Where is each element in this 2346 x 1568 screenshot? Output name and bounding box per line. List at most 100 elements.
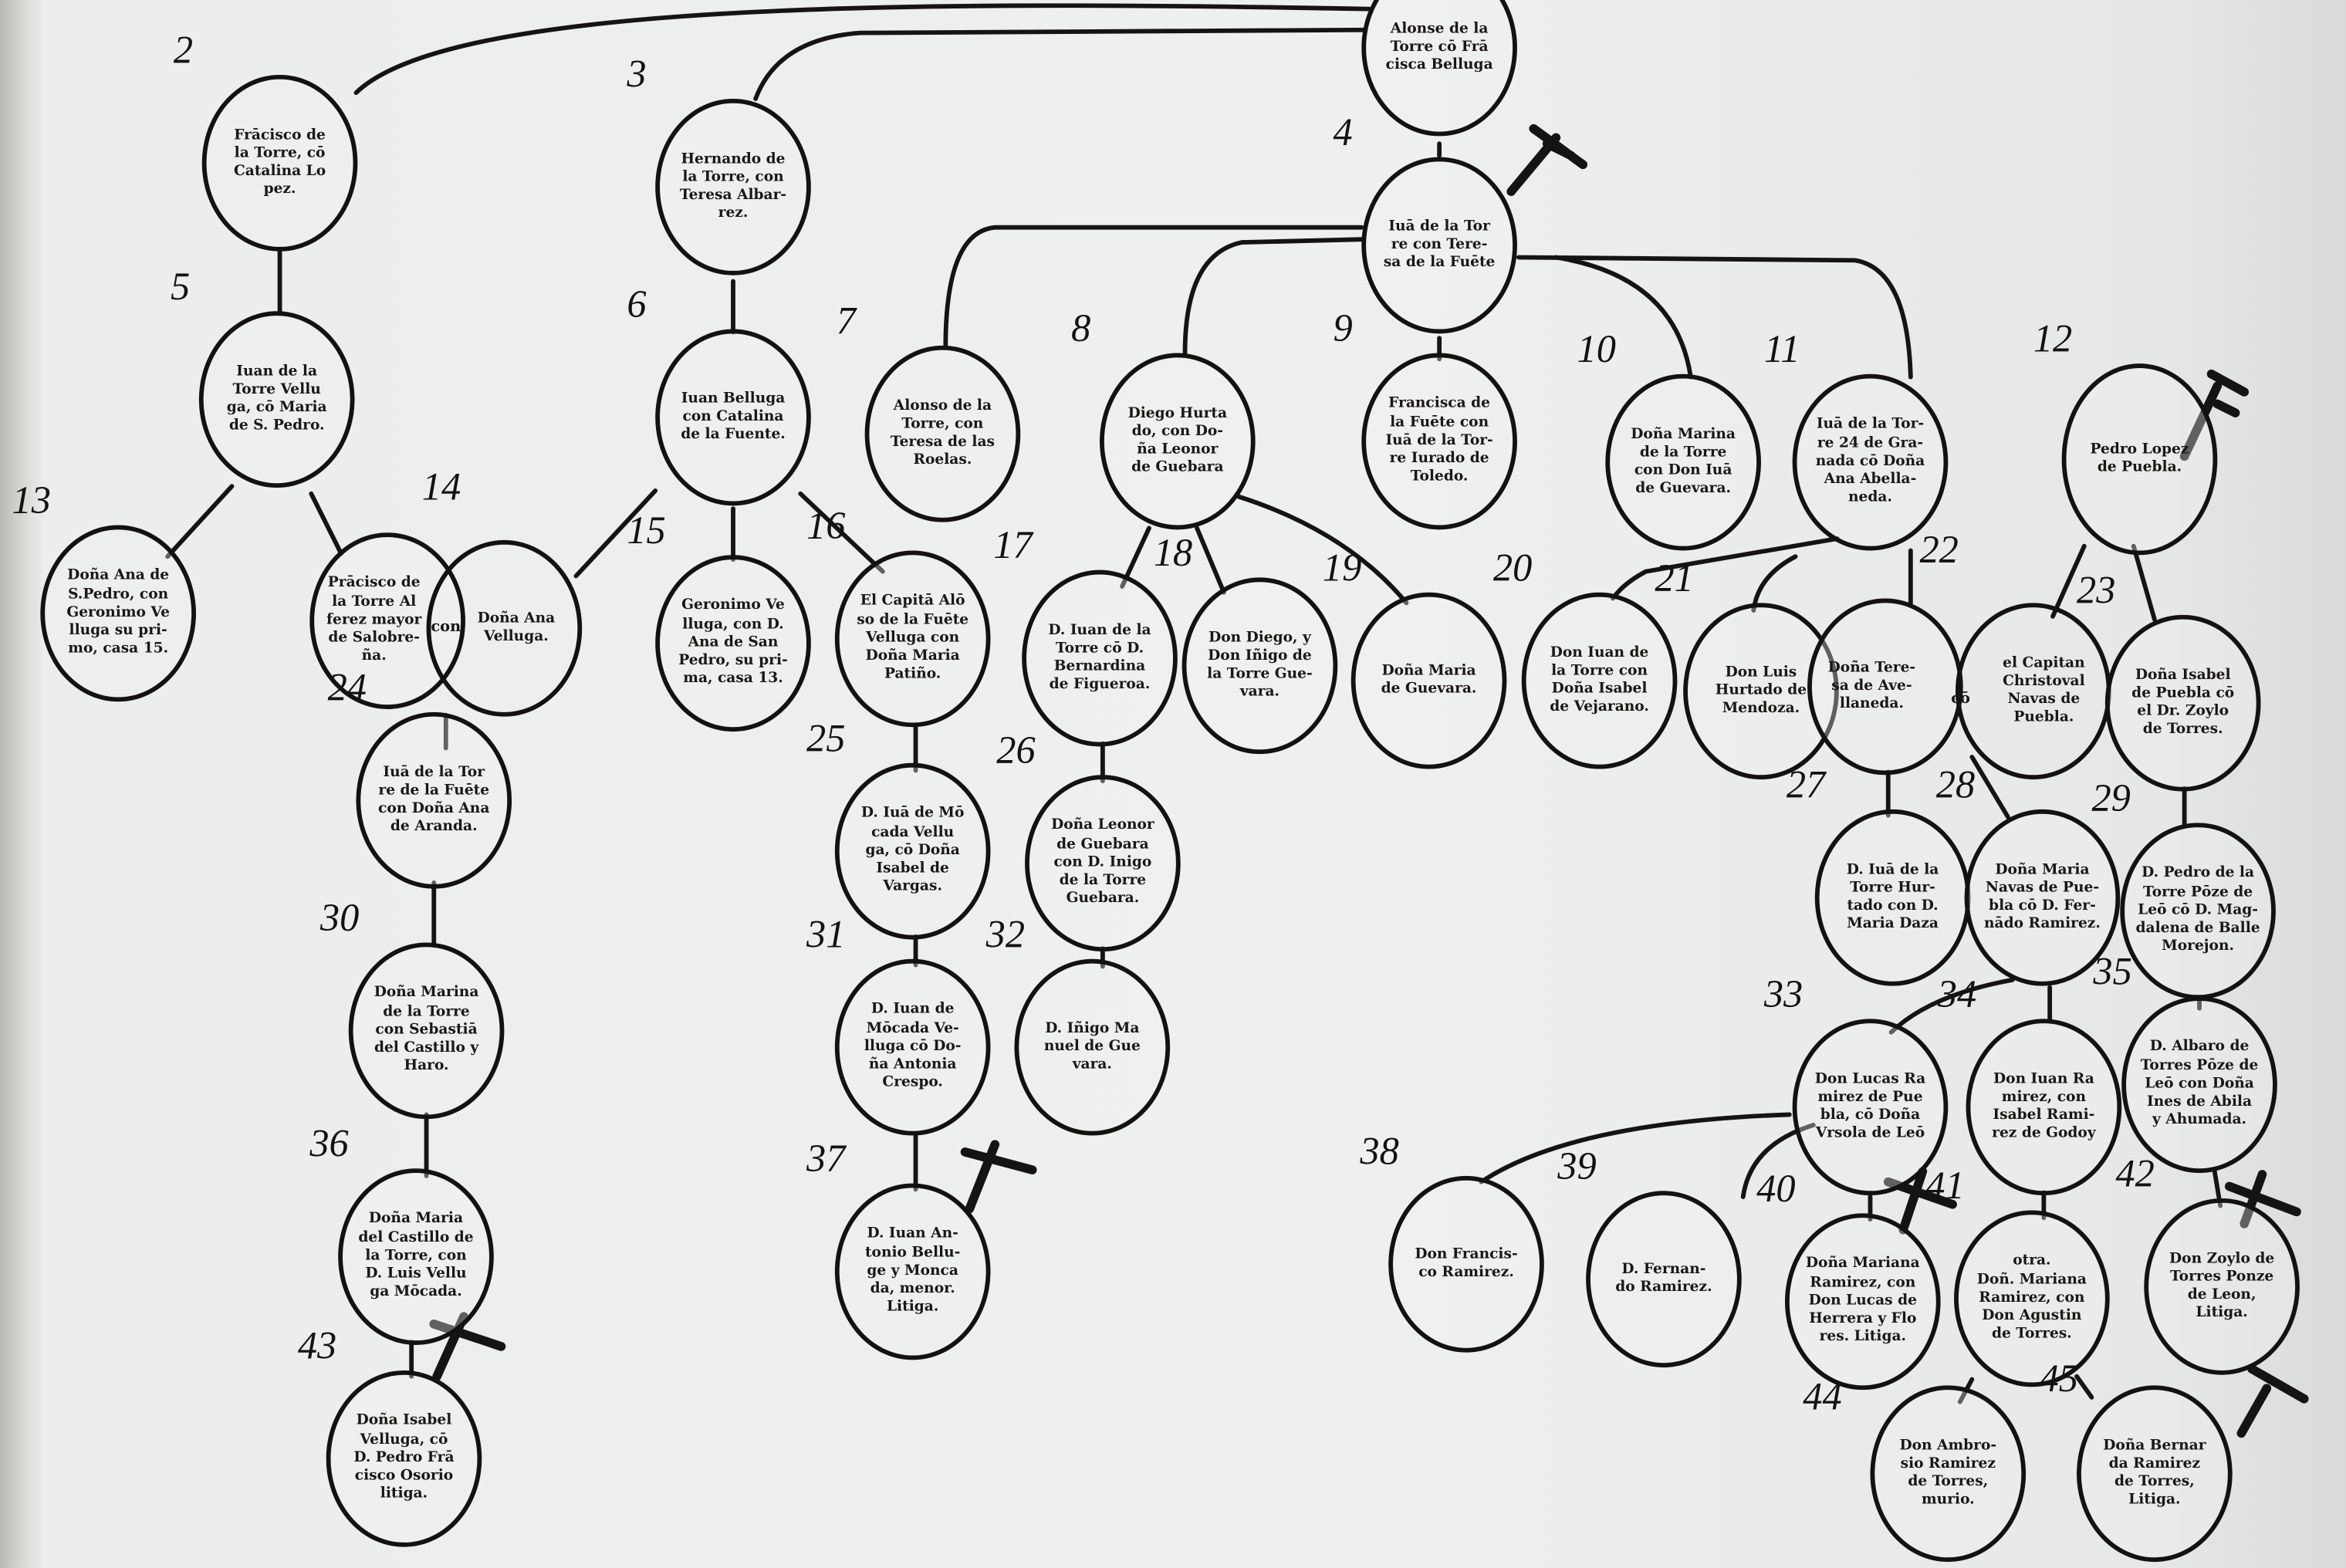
node-number: 14: [421, 465, 461, 509]
node-number: 41: [1925, 1164, 1965, 1208]
node-text: Don Zoylo de Torres Ponze de Leon, Litig…: [2169, 1250, 2275, 1322]
person-node-16: 16 El Capitā Alō so de la Fuēte Velluga c…: [806, 504, 991, 728]
node-text: Hernando de la Torre, con Teresa Albar- …: [679, 150, 787, 222]
spouse-link-22: cō: [1951, 691, 1970, 708]
node-text: Doña Marina de la Torre con Don Iuā de G…: [1631, 425, 1736, 498]
line-4-11: [1516, 255, 1913, 380]
node-text: Doña Bernar da Ramirez de Torres, Litiga…: [2103, 1437, 2206, 1509]
line-6-16: [798, 491, 885, 574]
node-number: 45: [2039, 1357, 2078, 1401]
node-text: D. Iuan de la Torre cō D. Bernardina de …: [1048, 621, 1151, 694]
node-text: Iuā de la Tor- re 24 de Gra- nada cō Doñ…: [1815, 416, 1925, 506]
node-text: Diego Hurta do, con Do- ña Leonor de Gue…: [1127, 404, 1228, 476]
node-number: 24: [327, 665, 367, 709]
line-8-18: [1195, 525, 1226, 595]
node-number: 31: [806, 912, 846, 956]
node-number: 37: [806, 1137, 846, 1181]
node-number: 11: [1763, 327, 1800, 371]
node-number: 44: [1803, 1374, 1842, 1418]
node-text: Alonse de la Torre cō Frā cisca Belluga: [1385, 20, 1493, 74]
node-number: 5: [171, 265, 191, 309]
line-33-38: [1479, 1112, 1792, 1184]
node-text: Frācisco de la Torre, cō Catalina Lo pez…: [233, 127, 326, 198]
line-4-7: [943, 225, 1364, 350]
node-number: 33: [1763, 972, 1803, 1016]
node-text: Doña Tere- sa de Ave- llaneda.: [1827, 659, 1916, 713]
node-number: 20: [1492, 546, 1533, 590]
node-number: 23: [2077, 568, 2116, 612]
line-12-23: [2131, 543, 2157, 622]
line-1-3: [753, 27, 1367, 101]
node-text: Don Lucas Ra mirez de Pue bla, cō Doña V…: [1814, 1070, 1926, 1142]
node-number: 10: [1577, 327, 1616, 371]
node-number: 8: [1071, 306, 1091, 350]
node-text: Doña Maria del Castillo de la Torre, con…: [358, 1211, 474, 1301]
node-text: D. Iuā de Mō cada Vellu ga, cō Doña Isab…: [860, 806, 965, 895]
line-12-22: [2050, 543, 2087, 619]
node-text: Pedro Lopez de Puebla.: [2090, 441, 2189, 476]
node-number: 2: [173, 28, 194, 73]
person-node-1: Alonse de la Torre cō Frā cisca Belluga: [1361, 0, 1517, 137]
node-text: Prācisco de la Torre Al ferez mayor de S…: [326, 575, 422, 665]
line-41-45: [2074, 1374, 2094, 1400]
node-number: 16: [806, 504, 846, 548]
person-node-17: 17 D. Iuan de la Torre cō D. Bernardina d…: [993, 524, 1178, 747]
node-number: 38: [1360, 1129, 1399, 1174]
node-number: 21: [1655, 556, 1694, 600]
node-text: El Capitā Alō so de la Fuēte Velluga con…: [857, 593, 969, 683]
node-number: 7: [836, 299, 856, 343]
node-number: 26: [996, 728, 1036, 772]
node-text: Doña Maria de Guevara.: [1381, 662, 1477, 698]
node-text: Doña Maria Navas de Pue- bla cō D. Fer- …: [1984, 860, 2101, 933]
node-text: Don Iuan de la Torre con Doña Isabel de …: [1550, 644, 1649, 716]
node-text: el Capitan Christoval Navas de Puebla.: [2003, 654, 2085, 726]
person-node-22-spouse: el Capitan Christoval Navas de Puebla.: [1956, 603, 2111, 780]
node-number: 19: [1322, 546, 1362, 590]
node-text: Doña Marina de la Torre con Sebastiā del…: [374, 985, 479, 1075]
node-text: D. Fernan- do Ramirez.: [1615, 1261, 1712, 1296]
node-number: 22: [1919, 528, 1959, 572]
node-number: 18: [1153, 531, 1193, 575]
node-number: 17: [993, 523, 1033, 567]
node-text: D. Pedro de la Torre Pōze de Leō cō D. M…: [2135, 865, 2260, 955]
node-number: 28: [1935, 762, 1976, 807]
node-number: 4: [1333, 110, 1353, 154]
line-28-33: [1888, 978, 2015, 1035]
node-text: D. Albaro de Torres Pōze de Leō con Doña…: [2140, 1039, 2259, 1129]
line-5-13: [165, 484, 235, 559]
node-number: 36: [309, 1122, 349, 1166]
node-number: 3: [627, 52, 647, 96]
line-4-8: [1182, 237, 1364, 356]
node-number: 6: [627, 282, 647, 326]
node-number: 15: [627, 509, 666, 553]
node-text: Doña Isabel Velluga, cō D. Pedro Frā cis…: [353, 1413, 455, 1503]
node-text: D. Iuā de la Torre Hur- tado con D. Mari…: [1846, 860, 1939, 933]
node-number: 25: [806, 716, 846, 760]
node-text: Geronimo Ve lluga, con D. Ana de San Ped…: [678, 597, 788, 688]
person-node-14-spouse: Doña Ana Velluga.: [426, 539, 583, 717]
